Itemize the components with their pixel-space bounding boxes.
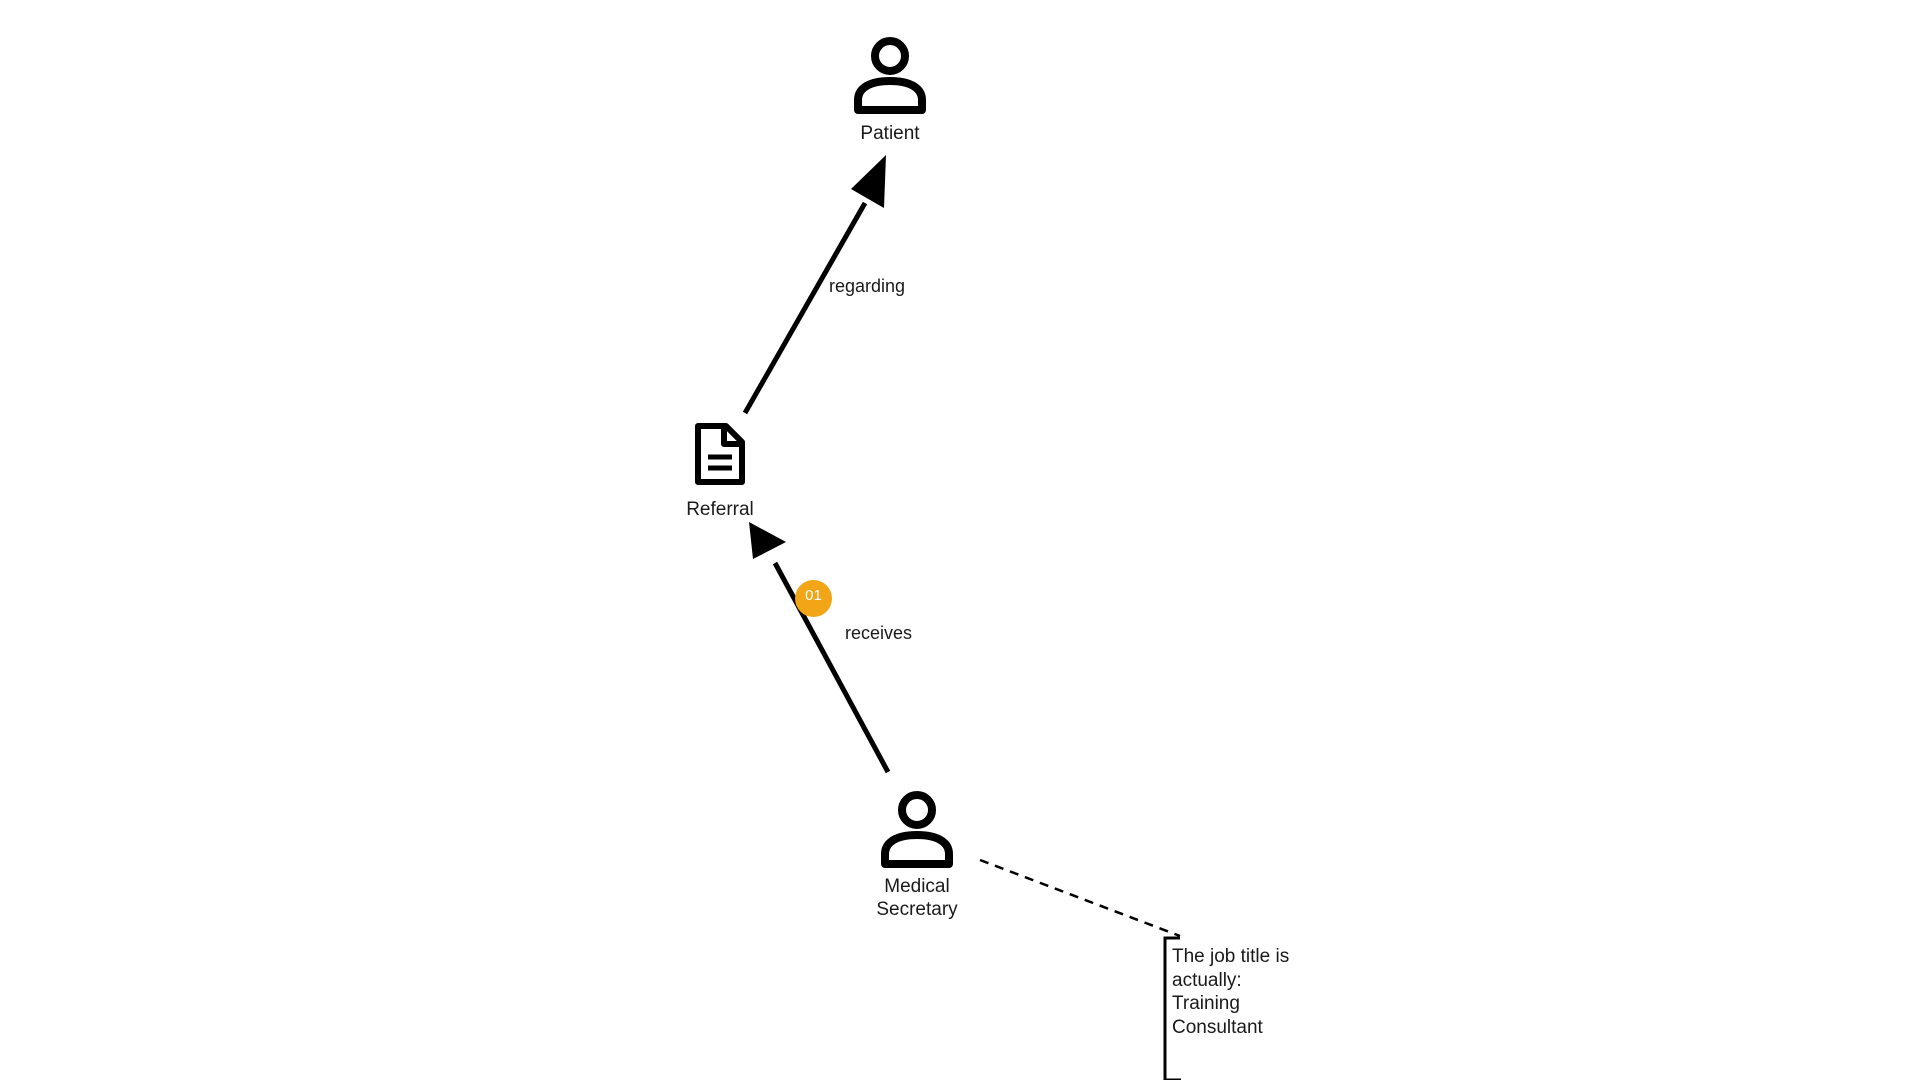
note-line-2: actually: [1172,969,1242,991]
referral-document-icon[interactable] [694,422,746,486]
patient-label: Patient [860,123,920,144]
note-connector [979,858,1181,938]
edge-label-receives: receives [845,623,913,643]
patient-person-icon[interactable] [850,36,930,116]
medical-secretary-label: Medical Secretary [847,875,987,921]
edge-receives[interactable] [749,522,891,774]
note-line-1: The job title is [1172,946,1290,967]
note-text[interactable]: The job title is actually: Training Cons… [1172,945,1342,1039]
medical-secretary-label-line2: Secretary [876,899,958,920]
medical-secretary-label-line1: Medical [884,876,950,897]
edge-label-regarding: regarding [829,276,906,296]
medical-secretary-person-icon[interactable] [877,790,957,870]
step-badge: 01 [795,580,832,617]
referral-label: Referral [686,499,754,520]
edge-regarding[interactable] [742,155,886,415]
note-bracket [1163,936,1181,1080]
note-line-3: Training [1172,993,1240,1014]
note-line-4: Consultant [1172,1016,1263,1038]
